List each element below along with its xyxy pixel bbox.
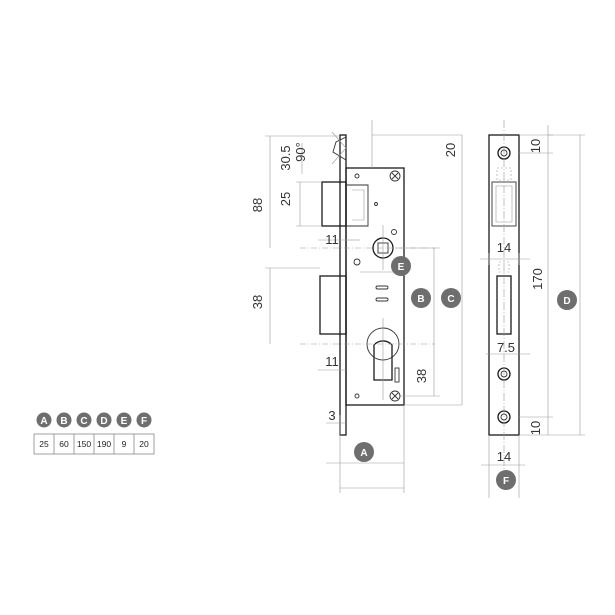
dim-25: 25 [278,192,293,206]
legend-value-a: 25 [39,439,49,449]
svg-text:C: C [447,294,454,305]
dim-38-left: 38 [250,295,265,309]
faceplate [339,134,347,436]
dim-7-5: 7.5 [497,340,515,355]
legend-header-e: E [116,412,132,428]
dim-3: 3 [328,408,335,423]
dim-10-bottom: 10 [528,421,543,435]
callout-b: B [411,288,431,308]
svg-text:B: B [417,294,424,305]
lock-side-view [265,120,463,493]
dim-20: 20 [443,143,458,157]
legend-value-e: 9 [122,439,127,449]
svg-text:C: C [80,416,87,427]
dim-88: 88 [250,198,265,212]
dim-14-top: 14 [497,240,511,255]
svg-text:D: D [563,296,570,307]
callout-d: D [557,290,577,310]
cylinder-hole [373,340,393,381]
deadbolt-top [321,181,347,227]
callout-f: F [496,470,516,490]
svg-text:D: D [100,416,107,427]
dim-11-top: 11 [325,232,339,247]
dimension-legend: A B C D E F 25 60 150 190 9 20 [33,412,155,455]
legend-header-d: D [96,412,112,428]
screw-icon [389,170,401,182]
dim-10-top: 10 [528,139,543,153]
legend-header-a: A [36,412,52,428]
dim-170: 170 [530,268,545,290]
svg-text:E: E [398,262,405,273]
callout-a: A [354,442,374,462]
callout-e: E [391,256,411,276]
deadbolt-lower [319,275,347,335]
dim-14-bottom: 14 [497,449,511,464]
svg-text:A: A [360,448,367,459]
legend-header-c: C [76,412,92,428]
legend-header-f: F [136,412,152,428]
legend-header-b: B [56,412,72,428]
dim-38-right: 38 [414,369,429,383]
legend-value-b: 60 [59,439,69,449]
dim-30-5: 30.5 [278,145,293,170]
dim-90deg: 90° [293,142,308,162]
svg-text:A: A [40,416,47,427]
svg-text:B: B [60,416,67,427]
svg-text:E: E [121,416,128,427]
latch-bolt [332,136,347,161]
callout-c: C [441,288,461,308]
svg-text:F: F [503,476,509,487]
legend-value-d: 190 [97,439,111,449]
svg-text:F: F [141,416,147,427]
dim-11-bottom: 11 [325,354,339,369]
legend-value-c: 150 [77,439,91,449]
faceplate-front-view [480,120,585,498]
legend-value-f: 20 [139,439,149,449]
